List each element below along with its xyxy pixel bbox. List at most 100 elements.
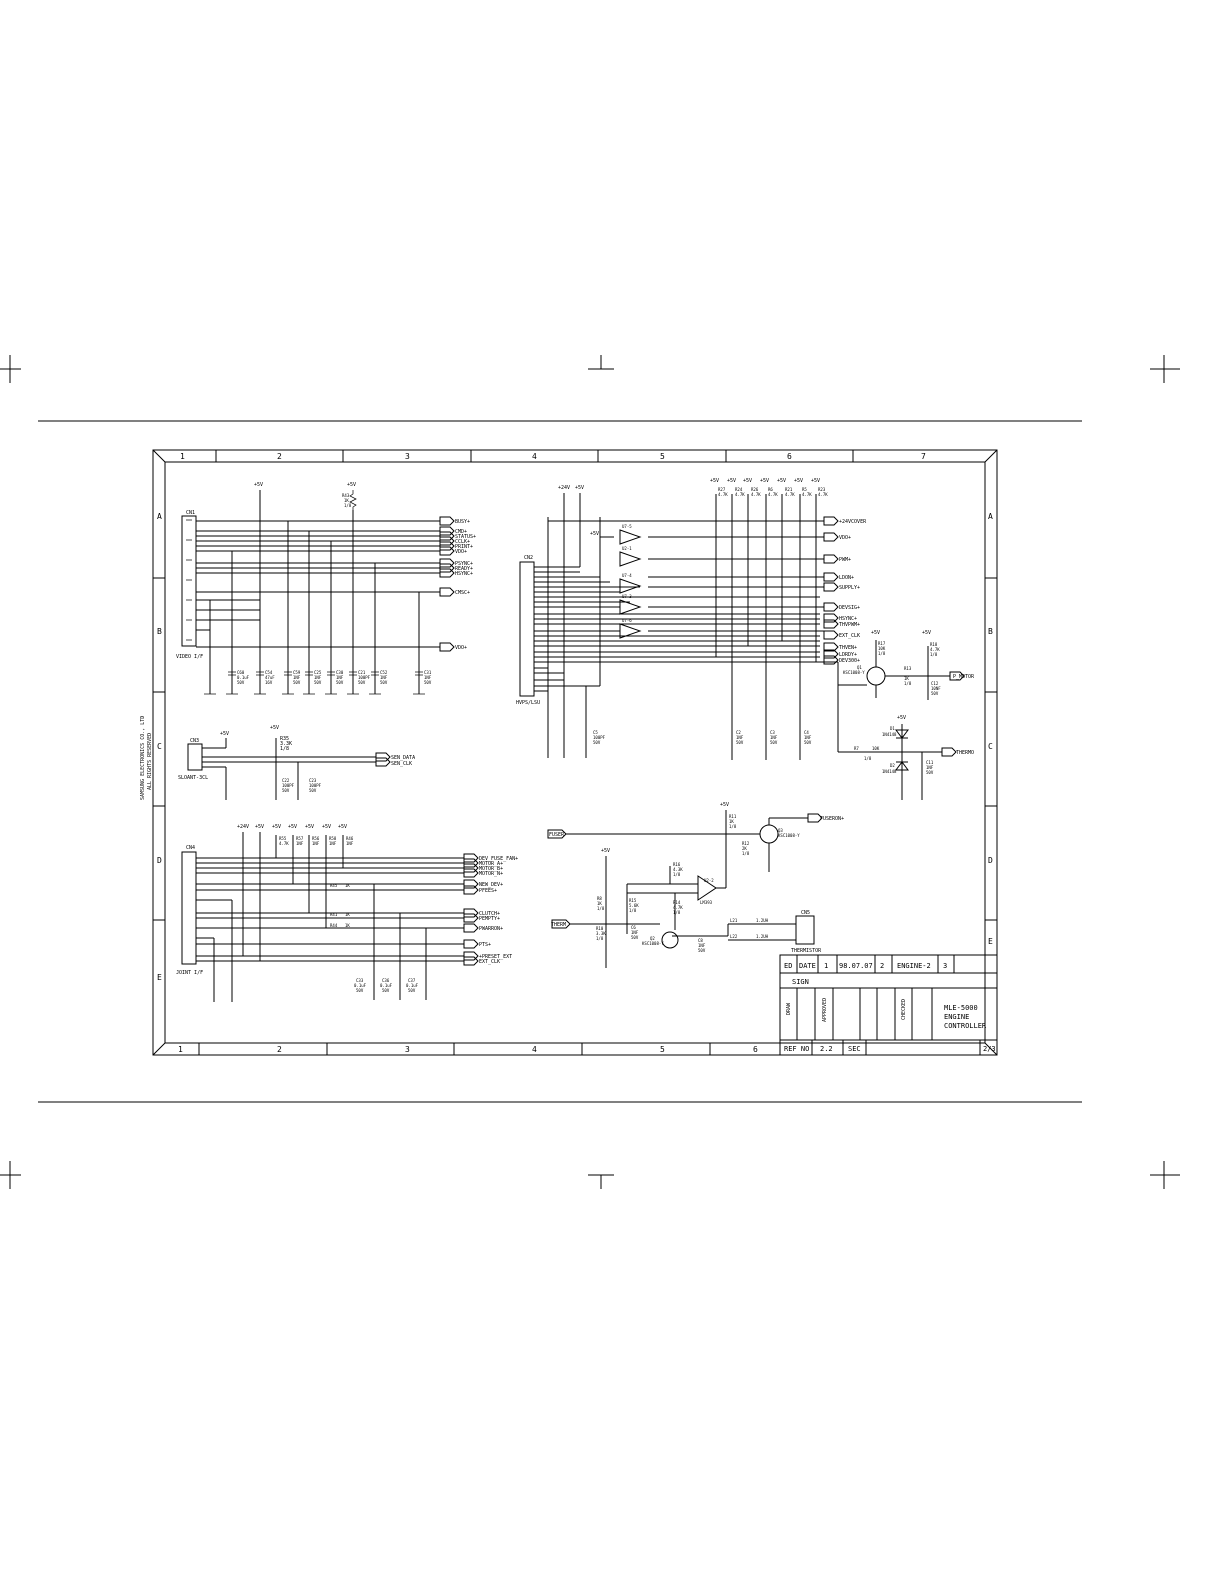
part-value: 50V [309,788,317,793]
part-value: 1/8 [629,908,637,913]
signal-label: PWARRON+ [479,926,503,932]
part-value: KSC1008-Y [642,941,664,946]
col-label: 6 [753,1045,758,1054]
signal-label: MOTOR_N+ [479,871,503,877]
signal-label: LDON+ [839,575,854,581]
part-value: 100PF [593,735,606,740]
part-value: KSC1008-Y [778,833,800,838]
row-label: C [988,742,993,751]
col-label: 2 [277,452,282,461]
part-value: 50V [237,680,245,685]
part-value: 10K [872,746,880,751]
signal-label: VDO+ [455,549,467,555]
signal-label: MOTOR_B+ [479,866,503,872]
fuser-block: FUSER FUSERON+ THERM CN5 THERMISTOR +5V … [547,802,844,968]
rev-2: 2 [880,962,884,970]
col-label: 1 [180,452,185,461]
cn5-ref: CN5 [801,910,810,916]
ic-label: U7-6 [622,618,632,623]
part-value: 1NF [336,675,344,680]
signal-label: EXT_CLK [479,959,500,965]
sheet-number: 2/3 [983,1045,996,1053]
part-ref: R43 [342,493,350,498]
power-label: +5V [288,824,297,830]
part-value: 1/8 [597,906,605,911]
signal-label: HSYNC+ [455,571,473,577]
part-value: 1NF [293,675,301,680]
part-value: 4.3K [673,867,683,872]
power-label: +5V [338,824,347,830]
part-ref: L21 [730,918,738,923]
part-value: 0.1uF [406,983,419,988]
part-ref: R10 [596,926,604,931]
signal-label: HSYNC+ [839,616,857,622]
part-value: 3.3K [596,931,606,936]
part-ref: R46 [346,836,354,841]
power-label: +5V [710,478,719,484]
power-label: +5V [270,725,279,731]
part-ref: C52 [380,670,388,675]
part-value: 1/8 [280,746,289,752]
power-label: +5V [347,482,356,488]
rights-text: ALL RIGHTS RESERVED [147,733,153,790]
power-label: +5V [720,802,729,808]
row-label: B [988,627,993,636]
part-ref: R16 [673,862,681,867]
part-ref: R13 [904,666,912,671]
part-ref: C5 [593,730,598,735]
engine-label: ENGINE-2 [897,962,931,970]
check-label: CHECKED [901,999,907,1020]
signal-label: READY+ [455,566,473,572]
part-value: 1K [345,883,350,888]
signal-label: LDRDY+ [839,652,857,658]
sec-label: SEC [848,1045,861,1053]
signal-label: PFEES+ [479,888,497,894]
check-label: APPROVED [822,998,828,1022]
part-ref: R18 [930,642,938,647]
col-label: 6 [787,452,792,461]
part-ref: C33 [356,978,364,983]
part-value: 1K [345,923,350,928]
part-ref: R41 [330,912,338,917]
company-name: SAMSUNG ELECTRONICS CO., LTD [140,716,146,800]
part-value: 100PF [358,675,371,680]
cn4-block: CN4 JOINT I/F [176,824,518,1002]
part-value: 50V [736,740,744,745]
part-value: 1/8 [864,756,872,761]
ref-label: REF NO [784,1045,809,1053]
row-label: A [157,512,162,521]
part-ref: C30 [336,670,344,675]
part-value: 1.2UH [756,934,769,939]
part-value: 50V [358,680,366,685]
row-label: E [988,937,993,946]
signal-label: CLUTCH+ [479,911,500,917]
part-value: 50V [282,788,290,793]
part-ref: R7 [854,746,859,751]
part-value: 1K [345,912,350,917]
part-value: 4.7K [279,841,289,846]
part-value: 1K [904,676,909,681]
signal-label: SUPPLY+ [839,585,860,591]
part-ref: R35 [280,736,289,742]
signal-label: EXT_CLK [839,633,860,639]
part-value: 1/8 [742,851,750,856]
col-label: 5 [660,452,665,461]
power-label: +5V [322,824,331,830]
part-value: 50V [926,770,934,775]
ed-label: ED [784,962,792,970]
part-value: 4.7K [718,492,728,497]
signal-label: THVPWM+ [839,622,860,628]
ref-value: 2.2 [820,1045,833,1053]
part-value: 50V [804,740,812,745]
part-ref: C36 [382,978,390,983]
part-ref: R26 [751,487,759,492]
ic-label: U2-1 [622,546,632,551]
signal-label: VDO+ [455,645,467,651]
cn1-ref: CN1 [186,510,195,516]
power-label: +24V [558,485,570,491]
drawing-frame [152,449,998,1056]
cn1-pins [186,519,192,641]
part-value: 4.7K [751,492,761,497]
cn2-block: CN2 HVPS/LSU [516,478,867,760]
